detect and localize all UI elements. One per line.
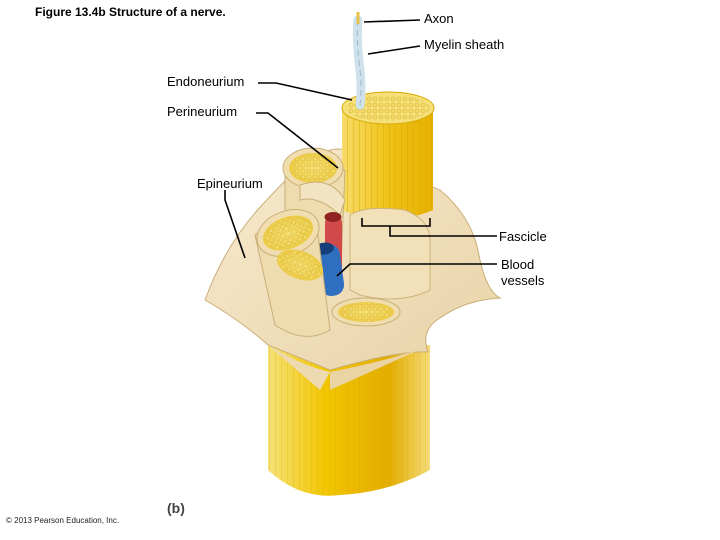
label-epineurium: Epineurium: [197, 176, 263, 191]
label-myelin-sheath: Myelin sheath: [424, 37, 505, 52]
leader-lines: [224, 19, 497, 277]
panel-letter: (b): [167, 500, 185, 516]
label-axon: Axon: [424, 11, 454, 26]
label-fascicle: Fascicle: [499, 229, 547, 244]
fascicle-bottom: [331, 297, 401, 327]
figure-title: Figure 13.4b Structure of a nerve.: [35, 5, 226, 19]
fascicle-right: [349, 207, 431, 300]
fascicle-large: [341, 91, 435, 220]
axon-fiber: [352, 12, 366, 110]
label-endoneurium: Endoneurium: [167, 74, 245, 89]
label-perineurium: Perineurium: [167, 104, 238, 119]
copyright-notice: © 2013 Pearson Education, Inc.: [6, 516, 120, 525]
fascicle-left: [254, 209, 331, 337]
nerve-trunk: [268, 345, 430, 496]
label-blood-vessels: Blood vessels: [501, 257, 545, 288]
